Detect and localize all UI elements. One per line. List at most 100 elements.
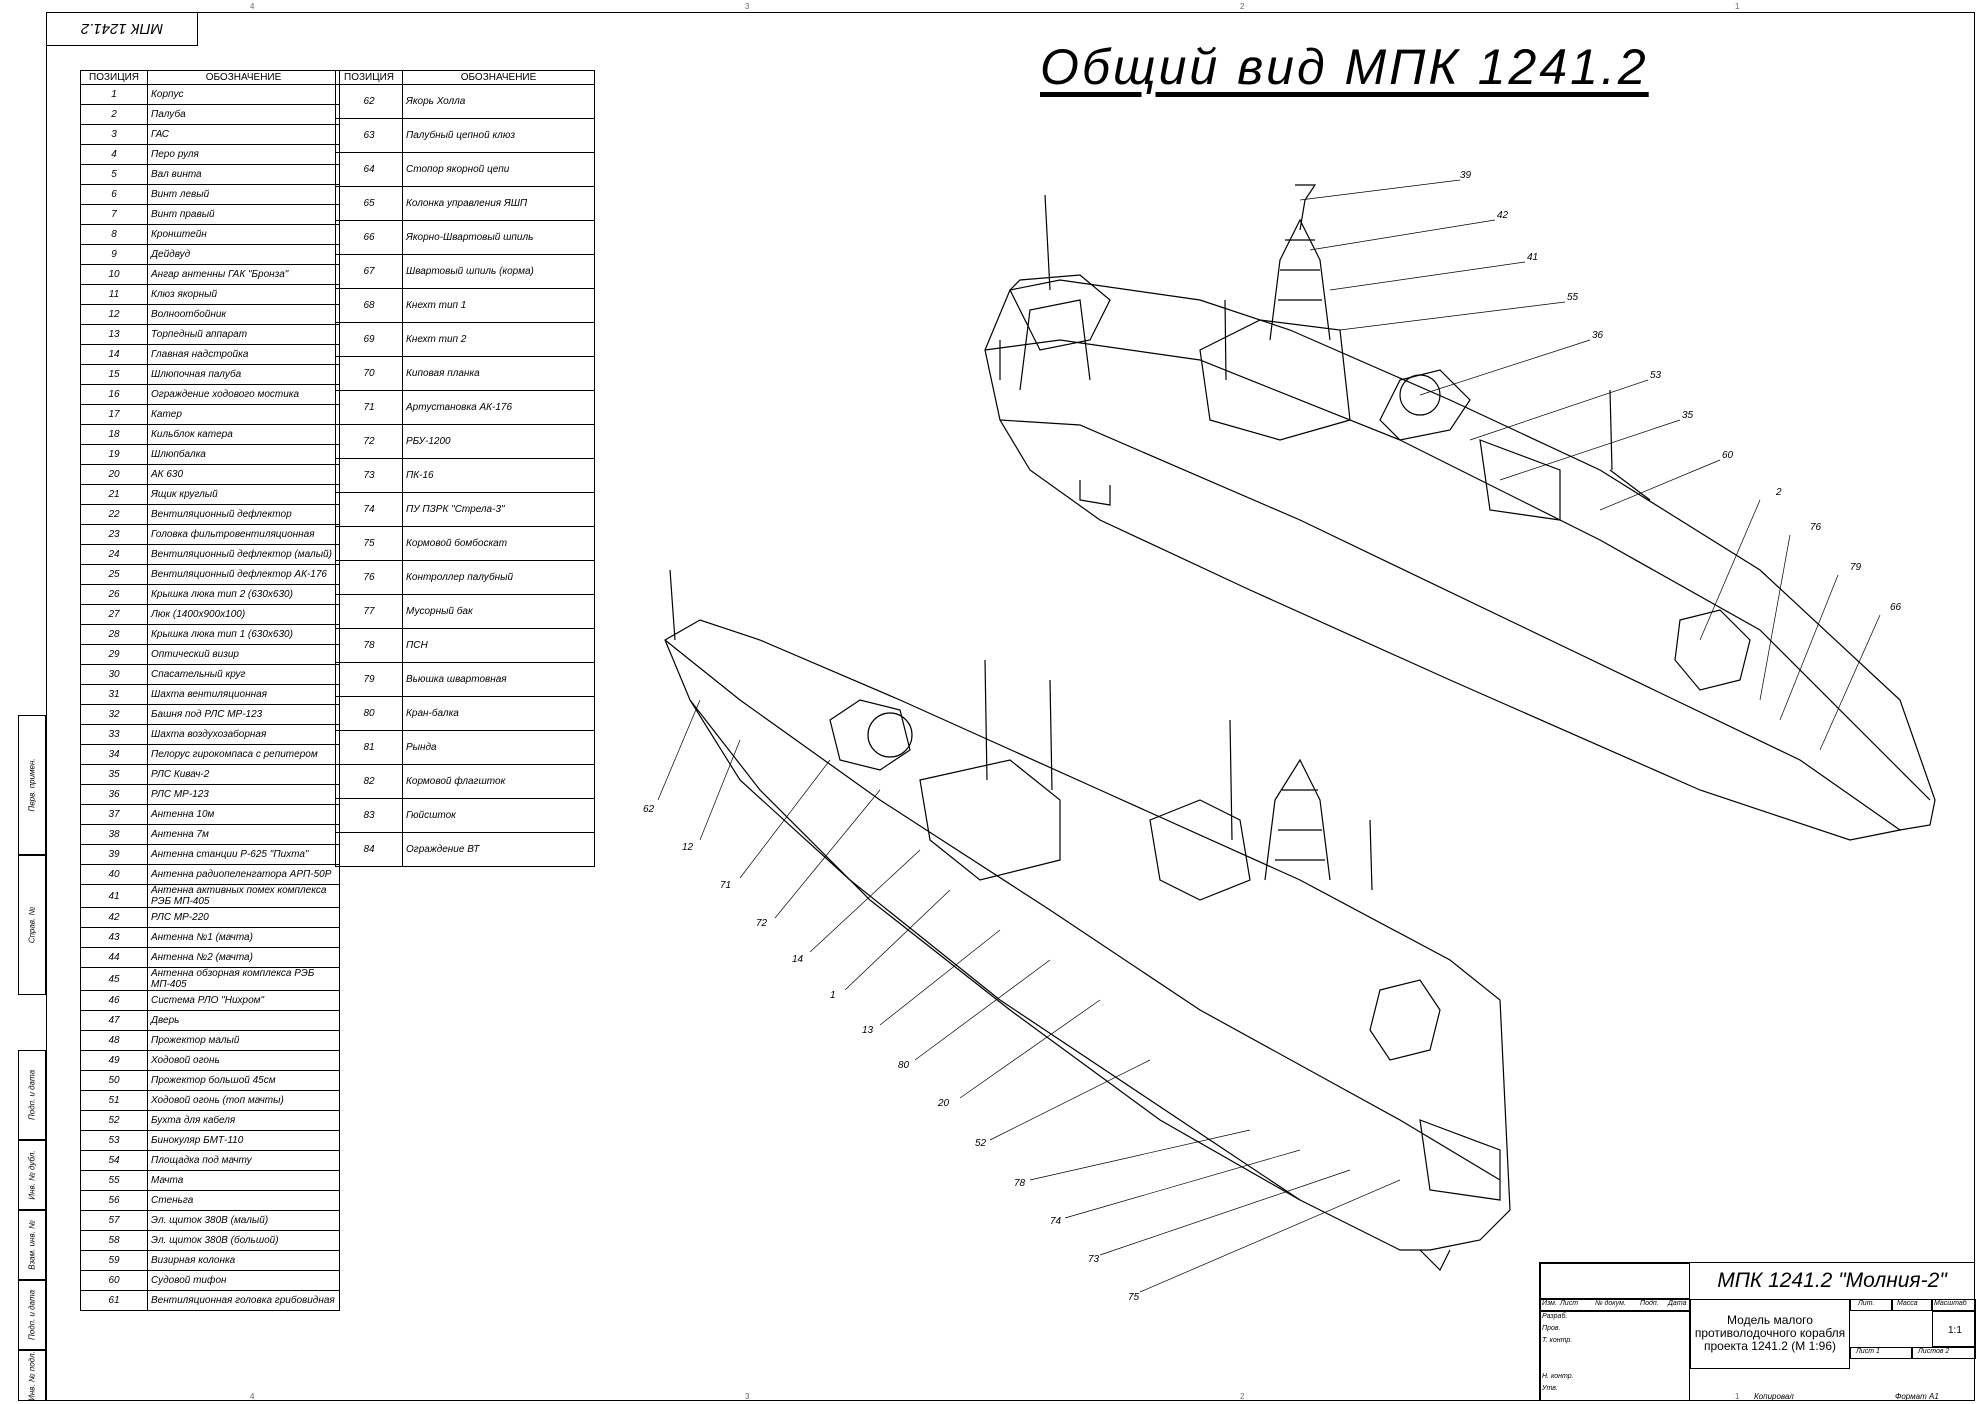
zone-mark: 2 (1240, 1392, 1245, 1401)
designation-cell: Гюйсшток (402, 798, 595, 833)
designation-cell: Антенна обзорная комплекса РЭБ МП-405 (147, 967, 340, 991)
tb-cell (1850, 1299, 1892, 1311)
tb-col-header: Подп. (1640, 1300, 1659, 1307)
callout-label: 1 (830, 990, 836, 1001)
tb-cell (1690, 1299, 1850, 1369)
designation-cell: Кормовой флагшток (402, 764, 595, 799)
callout-label: 53 (1650, 370, 1662, 381)
callout-label: 41 (1527, 252, 1538, 263)
position-cell: 77 (335, 594, 403, 629)
sidebar-cell: Инв. № дубл. (18, 1140, 46, 1210)
drawing-title: Общий вид МПК 1241.2 (1040, 39, 1649, 95)
zone-mark: 1 (1735, 2, 1740, 11)
callout-label: 75 (1128, 1292, 1140, 1303)
tb-cell (1540, 1311, 1690, 1401)
sidebar-cell: Подп. и дата (18, 1280, 46, 1350)
designation-cell: ПСН (402, 628, 595, 663)
tb-col-header: Лист (1560, 1300, 1579, 1307)
position-cell: 69 (335, 322, 403, 357)
tb-cell (1892, 1299, 1932, 1311)
callout-label: 12 (682, 842, 694, 853)
callout-label: 73 (1088, 1254, 1100, 1265)
callout-label: 74 (1050, 1216, 1062, 1227)
sheet-frame (46, 12, 1975, 1401)
tb-col-header: Изм. (1542, 1300, 1557, 1307)
tb-cell (1540, 1263, 1690, 1299)
position-cell: 65 (335, 186, 403, 221)
tb-scale: 1:1 (1948, 1325, 1962, 1336)
callout-label: 13 (862, 1025, 874, 1036)
zone-mark: 3 (745, 1392, 750, 1401)
designation-cell: РБУ-1200 (402, 424, 595, 459)
callout-label: 62 (643, 804, 655, 815)
tb-col-header: № докум. (1595, 1300, 1626, 1307)
sidebar-cell: Справ. № (18, 855, 46, 995)
tb-scale-label: Масштаб (1934, 1300, 1967, 1307)
callout-label: 20 (937, 1098, 950, 1109)
binding-sidebar: Перв. примен. Справ. № Подп. и дата Инв.… (18, 715, 46, 1401)
designation-cell: Кнехт тип 1 (402, 288, 595, 323)
designation-cell: ПУ ПЗРК "Стрела-3" (402, 492, 595, 527)
tb-cell (1850, 1347, 1912, 1359)
tb-product-name: МПК 1241.2 "Молния-2" (1717, 1269, 1947, 1292)
sidebar-cell: Перв. примен. (18, 715, 46, 855)
callout-label: 76 (1810, 522, 1822, 533)
tb-col-header: Дата (1668, 1300, 1687, 1307)
zone-mark: 3 (745, 2, 750, 11)
tb-row-label: Н. контр. (1542, 1373, 1574, 1380)
position-cell: 73 (335, 458, 403, 493)
position-cell: 81 (335, 730, 403, 765)
callout-label: 60 (1722, 450, 1734, 461)
leader-lines (657, 179, 1881, 1293)
tb-row-label: Разраб. (1542, 1313, 1568, 1320)
zone-mark: 4 (250, 2, 255, 11)
title-block: МПК 1241.2 "Молния-2" Модель малого прот… (1539, 1262, 1976, 1401)
callout-label: 14 (792, 954, 804, 965)
callout-label: 78 (1014, 1178, 1026, 1189)
position-cell: 71 (335, 390, 403, 425)
designation-cell: Ограждение ВТ (402, 832, 595, 867)
position-cell: 75 (335, 526, 403, 561)
tb-cell (1540, 1299, 1690, 1311)
tb-cell (1912, 1347, 1976, 1359)
callout-label: 79 (1850, 562, 1862, 573)
tb-sheet: Лист 1 (1856, 1348, 1880, 1355)
ship-top-view (984, 184, 1936, 841)
callout-label: 35 (1682, 410, 1694, 421)
copied-label: Копировал (1754, 1392, 1794, 1401)
designation-cell: Кнехт тип 2 (402, 322, 595, 357)
sidebar-cell: Взам. инв. № (18, 1210, 46, 1280)
